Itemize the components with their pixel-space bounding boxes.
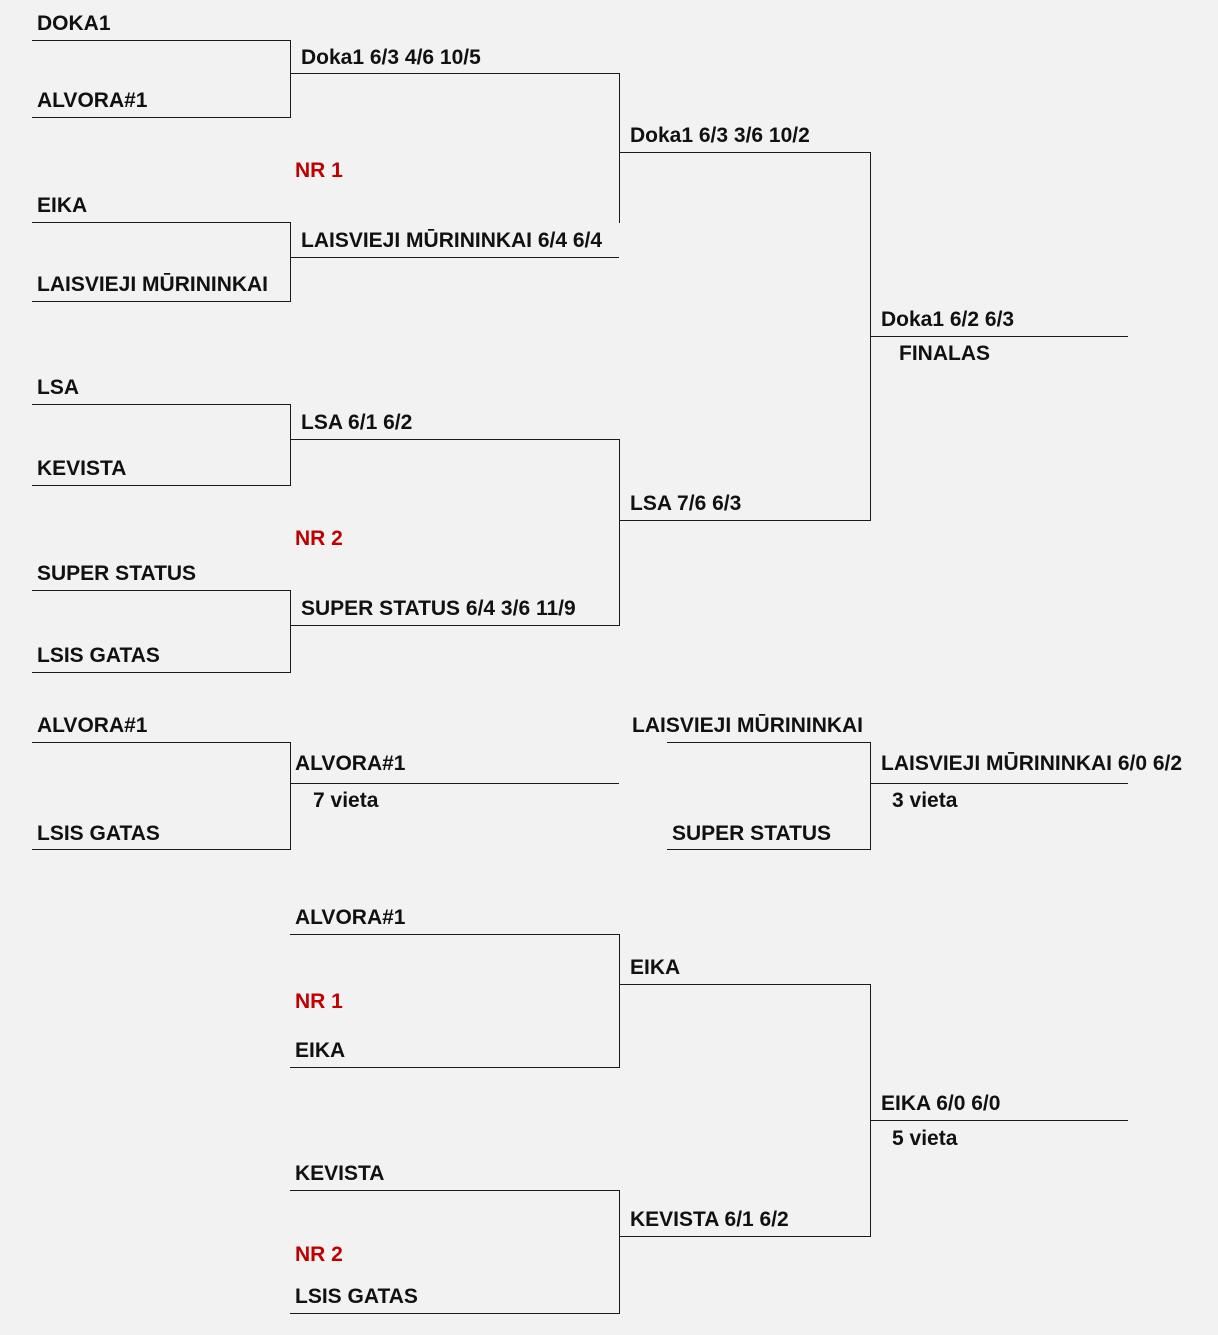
bracket-line [290, 257, 619, 258]
r1-team-2: ALVORA#1 [37, 89, 148, 112]
bracket-line [290, 1190, 619, 1191]
bracket-line [619, 152, 870, 153]
bracket-line [290, 934, 619, 935]
bracket-connector [290, 590, 291, 673]
place5-seed-nr2: NR 2 [295, 1243, 343, 1266]
bracket-connector [619, 934, 620, 1068]
bracket-connector [870, 742, 871, 850]
place5-team-2: EIKA [295, 1039, 346, 1062]
bracket-connector [290, 40, 291, 118]
bracket-connector [619, 73, 620, 223]
bracket-line [32, 672, 290, 673]
bracket-connector [870, 984, 871, 1237]
place5-semi-2: KEVISTA 6/1 6/2 [630, 1208, 789, 1231]
place3-label: 3 vieta [892, 789, 958, 812]
place3-team-2: SUPER STATUS [672, 822, 832, 845]
place5-team-4: LSIS GATAS [295, 1285, 418, 1308]
bracket-line [870, 783, 1128, 784]
bracket-line [32, 40, 290, 41]
bracket-line [32, 222, 290, 223]
bracket-line [667, 742, 870, 743]
r1-team-6: KEVISTA [37, 457, 127, 480]
bracket-line [290, 73, 619, 74]
place7-team-2: LSIS GATAS [37, 822, 160, 845]
final-result: Doka1 6/2 6/3 [881, 308, 1015, 331]
bracket-line [32, 849, 290, 850]
bracket-line [619, 520, 870, 521]
bracket-connector [619, 1190, 620, 1314]
semi-result-1: Doka1 6/3 3/6 10/2 [630, 124, 810, 147]
bracket-connector [290, 222, 291, 302]
place3-team-1: LAISVIEJI MŪRININKAI [632, 714, 864, 737]
bracket-line [290, 783, 619, 784]
place5-seed-nr1: NR 1 [295, 990, 343, 1013]
bracket-connector [290, 742, 291, 850]
bracket-line [619, 984, 870, 985]
place7-label: 7 vieta [313, 789, 379, 812]
place5-result: EIKA 6/0 6/0 [881, 1092, 1001, 1115]
place7-team-1: ALVORA#1 [37, 714, 148, 737]
bracket-line [32, 590, 290, 591]
r1-team-1: DOKA1 [37, 12, 111, 35]
r1-team-4: LAISVIEJI MŪRININKAI [37, 273, 269, 296]
bracket-line [32, 301, 290, 302]
bracket-line [290, 1067, 619, 1068]
bracket-line [870, 336, 1128, 337]
bracket-line [290, 1313, 619, 1314]
r1-team-8: LSIS GATAS [37, 644, 160, 667]
bracket-line [619, 1236, 870, 1237]
bracket-line [32, 117, 290, 118]
bracket-line [32, 404, 290, 405]
seed-label-nr2: NR 2 [295, 527, 343, 550]
final-label: FINALAS [899, 342, 990, 365]
place5-team-3: KEVISTA [295, 1162, 385, 1185]
place5-team-1: ALVORA#1 [295, 906, 406, 929]
bracket-connector [619, 439, 620, 626]
bracket-line [32, 485, 290, 486]
bracket-line [290, 439, 619, 440]
r2-result-1: Doka1 6/3 4/6 10/5 [301, 46, 481, 69]
place5-label: 5 vieta [892, 1127, 958, 1150]
bracket-line [290, 625, 619, 626]
r1-team-3: EIKA [37, 194, 88, 217]
place3-result: LAISVIEJI MŪRININKAI 6/0 6/2 [881, 752, 1183, 775]
bracket-line [667, 849, 870, 850]
r1-team-5: LSA [37, 376, 79, 399]
r1-team-7: SUPER STATUS [37, 562, 197, 585]
semi-result-2: LSA 7/6 6/3 [630, 492, 742, 515]
place5-semi-1: EIKA [630, 956, 681, 979]
bracket-line [870, 1120, 1128, 1121]
place7-result: ALVORA#1 [295, 752, 406, 775]
bracket-connector [290, 404, 291, 486]
bracket-line [32, 742, 290, 743]
r2-result-4: SUPER STATUS 6/4 3/6 11/9 [301, 597, 576, 620]
r2-result-3: LSA 6/1 6/2 [301, 411, 413, 434]
r2-result-2: LAISVIEJI MŪRININKAI 6/4 6/4 [301, 229, 603, 252]
seed-label-nr1: NR 1 [295, 159, 343, 182]
